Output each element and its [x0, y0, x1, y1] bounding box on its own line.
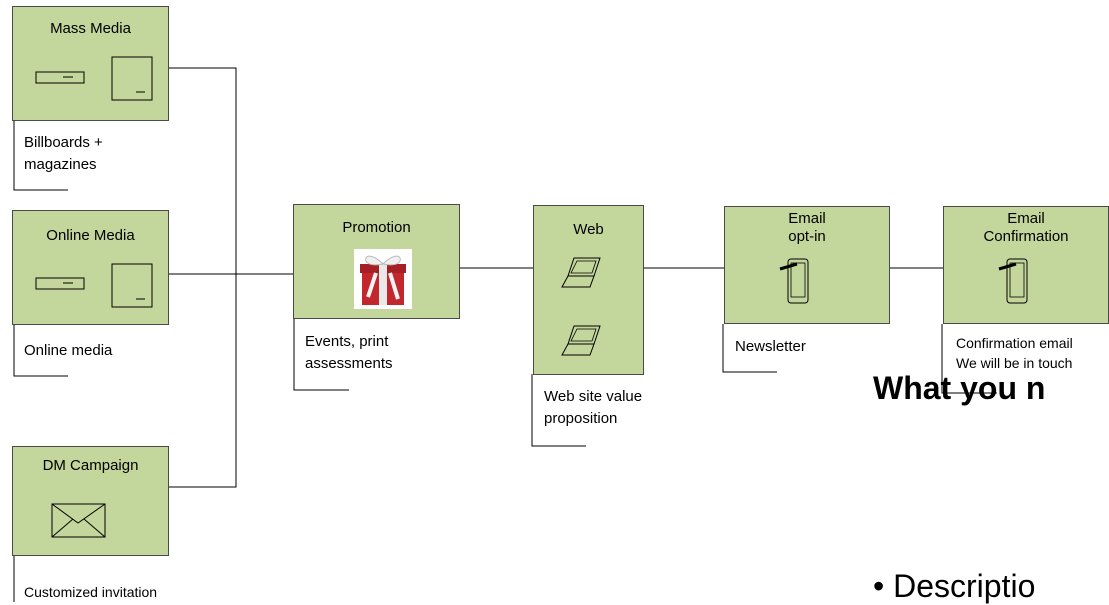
note-promotion: Events, print assessments	[305, 333, 393, 372]
note-bracket-mass-media	[13, 121, 68, 191]
node-title: Online Media	[46, 227, 135, 244]
envelope-icon	[51, 503, 106, 538]
node-promotion: Promotion	[293, 204, 460, 319]
connector-dm-campaign	[168, 274, 237, 488]
node-title: Promotion	[342, 219, 411, 236]
note-bracket-email-confirmation	[941, 324, 997, 394]
node-online-media: Online Media	[12, 210, 169, 325]
flat-device-icon	[35, 277, 85, 290]
note-bracket-online-media	[13, 322, 68, 377]
note-web: Web site value proposition	[544, 388, 643, 427]
node-title: Email opt-in	[788, 210, 826, 245]
node-title: DM Campaign	[42, 457, 139, 474]
laptop-icon	[561, 325, 601, 356]
laptop-icon	[561, 257, 601, 288]
node-title: Mass Media	[50, 20, 131, 37]
node-title: Email Confirmation	[983, 210, 1069, 245]
node-web: Web	[533, 205, 644, 375]
note-brackets	[13, 121, 997, 602]
tablet-pen-icon	[779, 258, 809, 304]
node-mass-media: Mass Media	[12, 6, 169, 121]
flat-device-icon	[35, 71, 85, 84]
note-mass-media: Billboards + magazines	[24, 134, 103, 173]
monitor-icon	[111, 56, 153, 101]
note-email-optin: Newsletter	[735, 338, 806, 355]
note-online-media: Online media	[24, 342, 113, 359]
connectors	[152, 67, 943, 488]
monitor-icon	[111, 263, 153, 308]
section-heading: What you n	[873, 370, 1046, 406]
gift-icon	[354, 249, 412, 309]
note-bracket-promotion	[293, 319, 349, 391]
section-bullet: • Descriptio	[873, 568, 1036, 604]
node-email-confirmation: Email Confirmation	[943, 206, 1109, 324]
note-dm-campaign: Customized invitation	[24, 584, 158, 600]
connector-mass-media	[152, 67, 237, 274]
note-bracket-web	[531, 374, 586, 447]
node-email-optin: Email opt-in	[724, 206, 890, 324]
node-dm-campaign: DM Campaign	[12, 446, 169, 556]
tablet-pen-icon	[998, 258, 1028, 304]
note-bracket-email-optin	[722, 324, 777, 373]
node-title: Web	[573, 221, 604, 238]
note-email-confirmation: Confirmation email We will be in touch	[956, 335, 1073, 371]
